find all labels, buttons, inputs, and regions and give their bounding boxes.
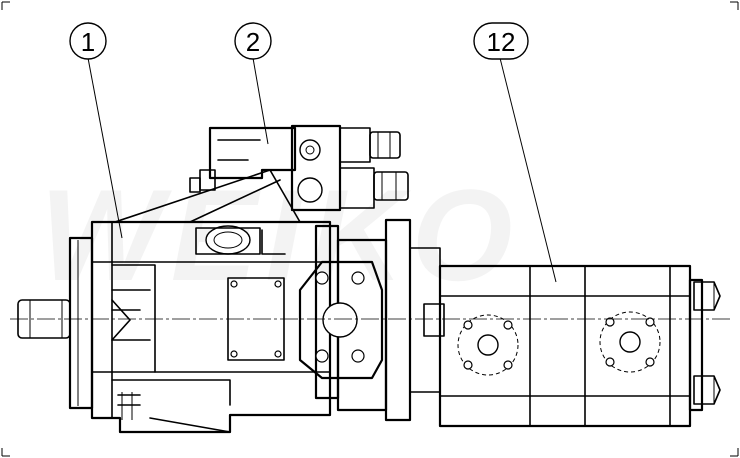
adapter-housing bbox=[298, 218, 445, 422]
gear-port-left bbox=[477, 334, 499, 356]
callout-1-label: 1 bbox=[81, 27, 95, 57]
flange-bore bbox=[322, 302, 358, 338]
gear-port-right bbox=[619, 331, 641, 353]
fitting-upper bbox=[369, 131, 401, 159]
controller-body bbox=[208, 126, 297, 180]
tie-bolt-lower bbox=[693, 375, 721, 405]
callout-12-label: 12 bbox=[487, 27, 516, 57]
port-boss bbox=[205, 225, 251, 255]
controller-valve bbox=[189, 124, 409, 212]
callout-2: 2 bbox=[234, 22, 272, 145]
callout-1: 1 bbox=[69, 22, 123, 239]
main-pump-body bbox=[17, 169, 340, 434]
diamond-flange bbox=[298, 260, 384, 380]
callout-2-label: 2 bbox=[246, 27, 260, 57]
fitting-lower bbox=[373, 171, 409, 201]
gear-end-cap bbox=[688, 278, 704, 412]
gear-pump bbox=[438, 264, 721, 428]
tie-bolt-upper bbox=[693, 281, 721, 311]
callout-12: 12 bbox=[473, 22, 557, 283]
